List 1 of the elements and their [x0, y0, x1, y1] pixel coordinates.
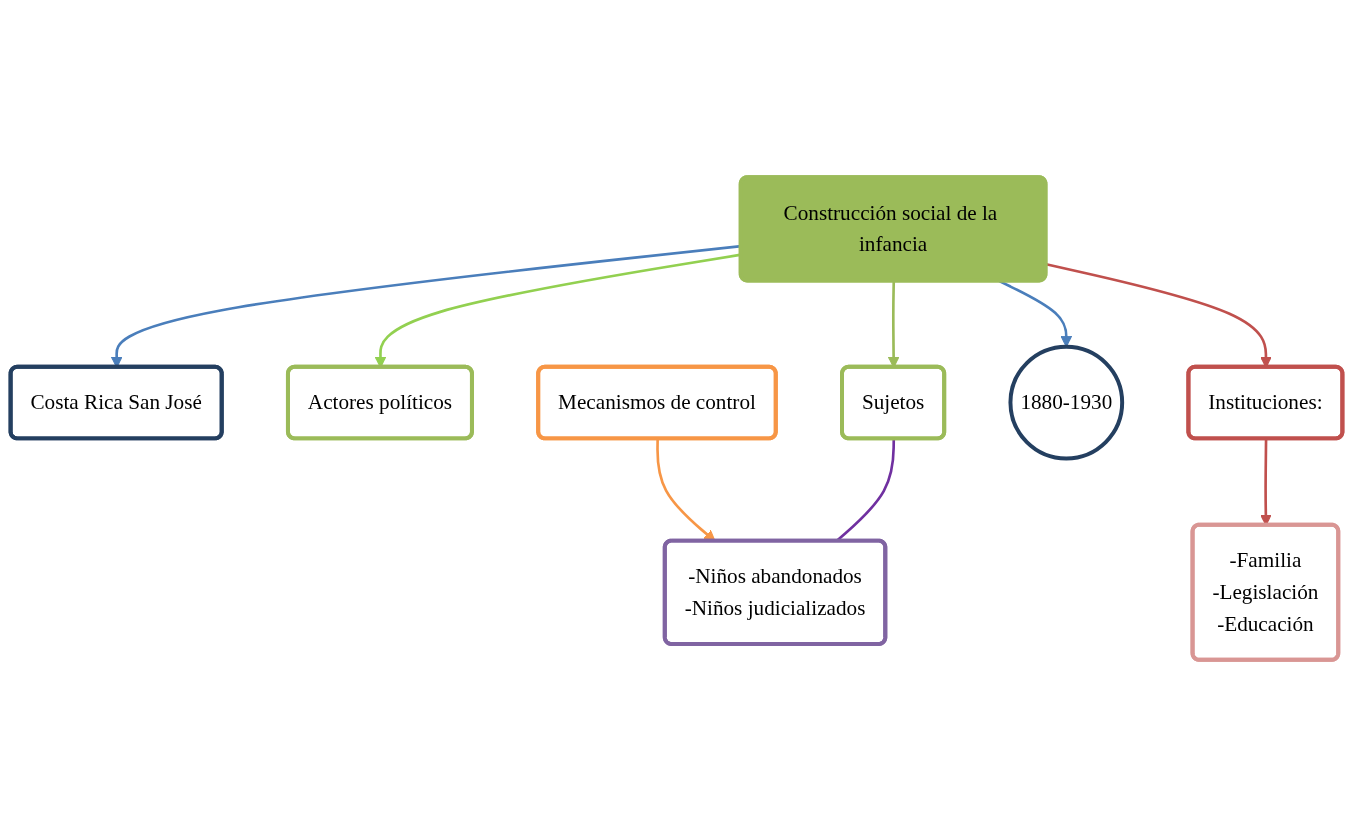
- node-circle: 1880-1930: [1008, 344, 1125, 461]
